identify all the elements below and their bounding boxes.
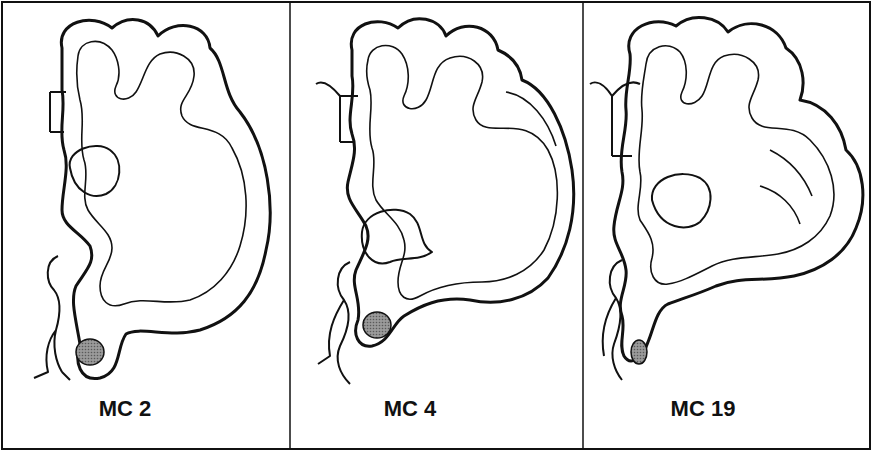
brain-section <box>590 17 863 380</box>
panel-divider <box>582 2 584 449</box>
panel-divider <box>289 2 291 449</box>
brain-section <box>316 19 574 384</box>
case-label: MC 2 <box>99 396 152 422</box>
case-label: MC 4 <box>384 396 437 422</box>
case-label: MC 19 <box>671 396 736 422</box>
brain-section <box>34 20 270 380</box>
